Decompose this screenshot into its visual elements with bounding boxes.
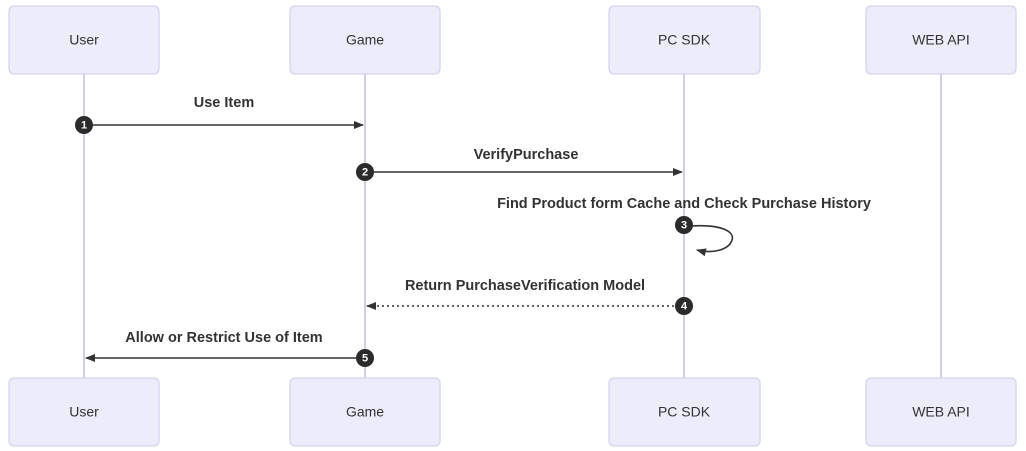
participant-box-game-bottom[interactable] bbox=[289, 377, 441, 447]
participant-box-game-top[interactable] bbox=[289, 5, 441, 75]
participant-top-pcsdk[interactable]: PC SDK bbox=[608, 5, 761, 75]
participant-label-webapi-bottom: WEB API bbox=[912, 404, 970, 420]
message-5[interactable]: Allow or Restrict Use of Item 5 bbox=[85, 330, 374, 367]
message-2-label: VerifyPurchase bbox=[474, 147, 579, 163]
message-3-badge-label: 3 bbox=[681, 219, 687, 231]
message-4-badge[interactable] bbox=[675, 297, 693, 315]
message-4-badge-label: 4 bbox=[681, 300, 688, 312]
participant-bottom-webapi[interactable]: WEB API bbox=[865, 377, 1017, 447]
participant-label-user-bottom: User bbox=[69, 404, 99, 420]
participant-label-game-bottom: Game bbox=[346, 404, 384, 420]
participant-box-pcsdk-bottom[interactable] bbox=[608, 377, 761, 447]
participant-box-webapi-bottom[interactable] bbox=[865, 377, 1017, 447]
message-1[interactable]: Use Item 1 bbox=[75, 95, 364, 134]
message-3[interactable]: Find Product form Cache and Check Purcha… bbox=[497, 196, 871, 257]
message-1-badge[interactable] bbox=[75, 116, 93, 134]
message-5-badge-label: 5 bbox=[362, 352, 368, 364]
participant-label-webapi-top: WEB API bbox=[912, 32, 970, 48]
message-5-label: Allow or Restrict Use of Item bbox=[125, 330, 322, 346]
message-1-badge-label: 1 bbox=[81, 119, 87, 131]
participant-label-game-top: Game bbox=[346, 32, 384, 48]
participant-box-pcsdk-top[interactable] bbox=[608, 5, 761, 75]
message-4[interactable]: Return PurchaseVerification Model 4 bbox=[366, 278, 693, 315]
message-2-badge[interactable] bbox=[356, 163, 374, 181]
message-4-label: Return PurchaseVerification Model bbox=[405, 278, 645, 294]
message-3-label: Find Product form Cache and Check Purcha… bbox=[497, 196, 871, 212]
participant-bottom-pcsdk[interactable]: PC SDK bbox=[608, 377, 761, 447]
message-3-badge[interactable] bbox=[675, 216, 693, 234]
message-1-label: Use Item bbox=[194, 95, 254, 111]
participant-bottom-game[interactable]: Game bbox=[289, 377, 441, 447]
message-2[interactable]: VerifyPurchase 2 bbox=[356, 147, 683, 181]
participant-box-user-bottom[interactable] bbox=[8, 377, 160, 447]
participants-top: User Game PC SDK WEB API bbox=[8, 5, 1017, 75]
participant-label-pcsdk-bottom: PC SDK bbox=[658, 404, 711, 420]
participant-label-pcsdk-top: PC SDK bbox=[658, 32, 711, 48]
participant-box-user-top[interactable] bbox=[8, 5, 160, 75]
participant-top-user[interactable]: User bbox=[8, 5, 160, 75]
message-2-badge-label: 2 bbox=[362, 166, 368, 178]
participant-label-user-top: User bbox=[69, 32, 99, 48]
participant-box-webapi-top[interactable] bbox=[865, 5, 1017, 75]
message-5-badge[interactable] bbox=[356, 349, 374, 367]
participant-bottom-user[interactable]: User bbox=[8, 377, 160, 447]
participant-top-game[interactable]: Game bbox=[289, 5, 441, 75]
participant-top-webapi[interactable]: WEB API bbox=[865, 5, 1017, 75]
participants-bottom: User Game PC SDK WEB API bbox=[8, 377, 1017, 447]
message-3-self-loop-arrow[interactable] bbox=[690, 224, 734, 257]
